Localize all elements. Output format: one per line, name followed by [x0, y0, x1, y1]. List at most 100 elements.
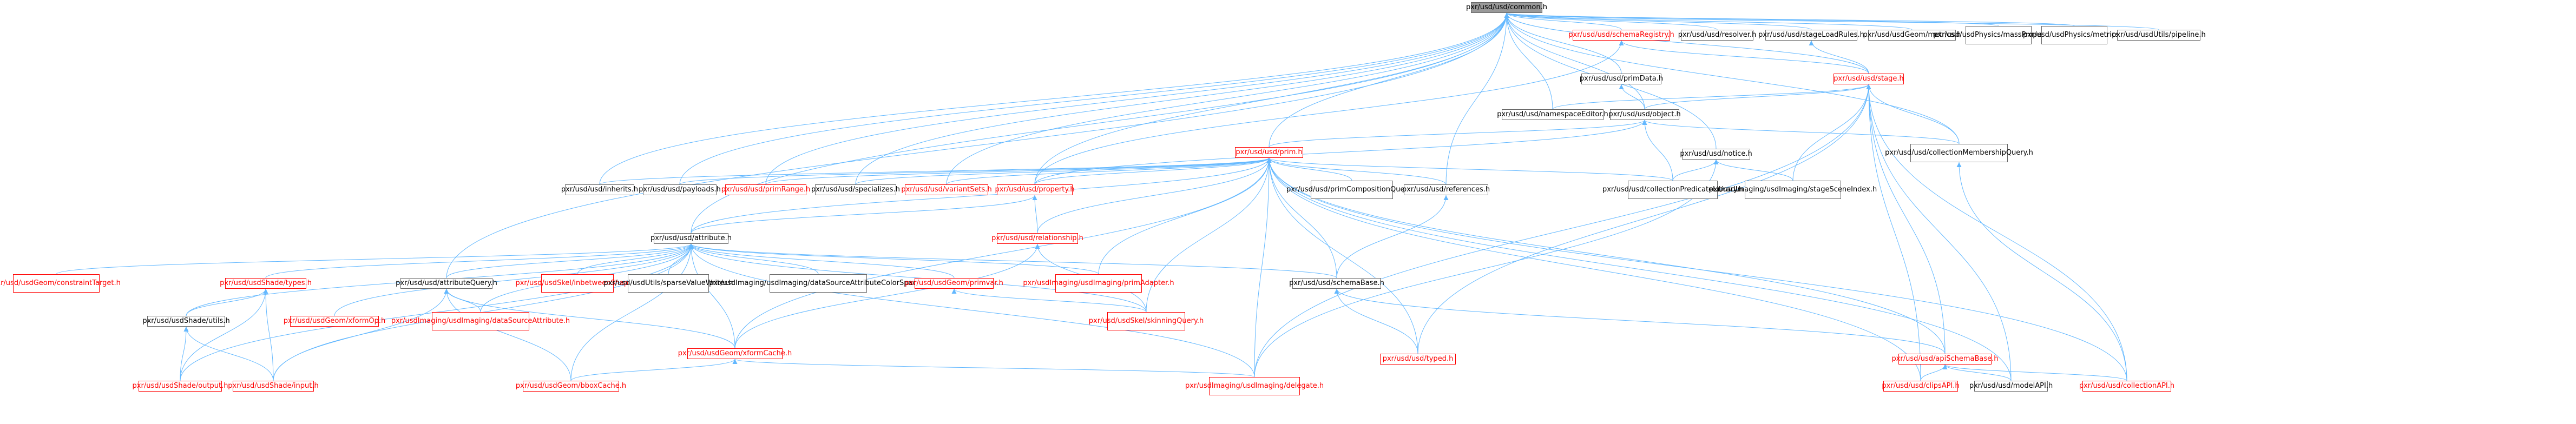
- edge-object-to-stage: [1644, 84, 1871, 110]
- node-usdshade-input-h[interactable]: pxr/usd/usdShade/input.h: [228, 381, 319, 392]
- node-bbox-cache-h[interactable]: pxr/usd/usdGeom/bboxCache.h: [516, 381, 626, 392]
- edge-specializes-to-common: [855, 12, 1509, 185]
- edge-variantSets-to-common: [946, 12, 1509, 185]
- node-sparse-value-writer-h[interactable]: pxr/usd/usdUtils/sparseValueWriter.h: [603, 274, 733, 293]
- node-schema-registry-h[interactable]: pxr/usd/usd/schemaRegistry.h: [1568, 30, 1674, 41]
- edge-attributeQuery-to-common: [446, 12, 1509, 279]
- node-collection-predicate-library-h[interactable]: pxr/usd/usd/collectionPredicateLibrary.h: [1602, 181, 1743, 199]
- node-constraint-target-h[interactable]: pxr/usd/usdGeom/constraintTarget.h: [0, 274, 121, 293]
- edge-usdGeomMetrics-to-common: [1504, 12, 1913, 30]
- node-inbetween-shape-h[interactable]: pxr/usd/usdSkel/inbetweenShape.h: [515, 274, 640, 293]
- edge-attribute-to-property: [691, 195, 1037, 234]
- edge-stage-to-schemaRegistry: [1619, 40, 1869, 74]
- node-skinning-query-h[interactable]: pxr/usd/usdSkel/skinningQuery.h: [1089, 312, 1204, 330]
- node-prim-range-h[interactable]: pxr/usd/usd/primRange.h: [721, 184, 810, 195]
- node-primvar-h[interactable]: pxr/usd/usdGeom/primvar.h: [905, 278, 1003, 289]
- edge-skinningQuery-to-primvar: [951, 288, 1147, 313]
- edge-stage-to-stageLoadRules: [1809, 40, 1869, 74]
- node-attribute-query-h[interactable]: pxr/usd/usd/attributeQuery.h: [396, 278, 497, 289]
- edge-property-to-prim: [1034, 157, 1272, 185]
- node-specializes-h[interactable]: pxr/usd/usd/specializes.h: [811, 184, 900, 195]
- node-clips-api-h[interactable]: pxr/usd/usd/clipsAPI.h: [1882, 381, 1960, 392]
- node-typed-h[interactable]: pxr/usd/usd/typed.h: [1380, 354, 1456, 365]
- edge-modelAPI-to-apiSchemaBase: [1942, 364, 2012, 381]
- edge-schemaBase-to-references: [1336, 195, 1449, 279]
- edge-xformCache-to-prim: [734, 157, 1272, 349]
- edge-inherits-to-common: [599, 12, 1509, 185]
- node-stage-scene-index-h[interactable]: pxr/usdImaging/usdImaging/stageSceneInde…: [1709, 181, 1877, 199]
- node-prim-adapter-h[interactable]: pxr/usdImaging/usdImaging/primAdapter.h: [1023, 274, 1174, 293]
- edge-schemaBase-to-attribute: [688, 243, 1337, 279]
- node-data-source-attribute-h[interactable]: pxr/usdImaging/usdImaging/dataSourceAttr…: [391, 312, 570, 330]
- node-namespace-editor-h[interactable]: pxr/usd/usd/namespaceEditor.h: [1497, 109, 1608, 120]
- edge-stageLoadRules-to-common: [1504, 12, 1812, 30]
- node-payloads-h[interactable]: pxr/usd/usd/payloads.h: [639, 184, 721, 195]
- node-mass-properties-h[interactable]: pxr/usd/usdPhysics/massProperties.h: [1933, 26, 2064, 44]
- node-api-schema-base-h[interactable]: pxr/usd/usd/apiSchemaBase.h: [1891, 354, 1999, 365]
- node-prim-data-h[interactable]: pxr/usd/usd/primData.h: [1580, 74, 1663, 84]
- node-xform-op-h[interactable]: pxr/usd/usdGeom/xformOp.h: [284, 316, 385, 327]
- edge-clipsAPI-to-apiSchemaBase: [1920, 364, 1948, 381]
- edge-collectionPredicateLibrary-to-prim: [1266, 157, 1673, 181]
- edge-specializes-to-prim: [855, 157, 1272, 185]
- node-schema-base-h[interactable]: pxr/usd/usd/schemaBase.h: [1289, 278, 1384, 289]
- edge-shadeUtils-to-shadeTypes: [186, 288, 268, 316]
- edge-clipsAPI-to-stage: [1866, 84, 1921, 381]
- node-variant-sets-h[interactable]: pxr/usd/usd/variantSets.h: [901, 184, 992, 195]
- edge-references-to-common: [1445, 12, 1509, 185]
- node-usdphysics-metrics-h[interactable]: pxr/usd/usdPhysics/metrics.h: [2023, 26, 2126, 44]
- edge-primAdapter-to-prim: [1098, 157, 1272, 275]
- edge-relationship-to-prim: [1037, 157, 1272, 234]
- edge-collectionAPI-to-collectionMembershipQuery: [1956, 162, 2127, 381]
- node-xform-cache-h[interactable]: pxr/usd/usdGeom/xformCache.h: [678, 348, 792, 359]
- node-delegate-h[interactable]: pxr/usdImaging/usdImaging/delegate.h: [1185, 377, 1324, 395]
- node-usdshade-output-h[interactable]: pxr/usd/usdShade/output.h: [133, 381, 228, 392]
- edge-object-to-common: [1504, 12, 1645, 110]
- edge-apiSchemaBase-to-schemaBase: [1334, 288, 1946, 354]
- node-stage-load-rules-h[interactable]: pxr/usd/usd/stageLoadRules.h: [1758, 30, 1864, 41]
- node-resolver-h[interactable]: pxr/usd/usd/resolver.h: [1678, 30, 1756, 41]
- node-references-h[interactable]: pxr/usd/usd/references.h: [1402, 184, 1490, 195]
- node-object-h[interactable]: pxr/usd/usd/object.h: [1608, 109, 1681, 120]
- node-collection-membership-query-h[interactable]: pxr/usd/usd/collectionMembershipQuery.h: [1885, 144, 2033, 162]
- edge-modelAPI-to-stage: [1866, 84, 2012, 381]
- edge-delegate-to-xformCache: [733, 359, 1255, 377]
- node-pipeline-h[interactable]: pxr/usd/usdUtils/pipeline.h: [2112, 30, 2206, 41]
- edge-shadeTypes-to-attribute: [265, 243, 694, 279]
- node-usdshade-utils-h[interactable]: pxr/usd/usdShade/utils.h: [142, 316, 230, 327]
- edge-attribute-to-common: [691, 12, 1509, 234]
- edge-skinningQuery-to-prim: [1146, 157, 1272, 313]
- edge-primRange-to-prim: [765, 157, 1272, 185]
- edge-collectionPredicateLibrary-to-object: [1642, 120, 1673, 181]
- node-usdgeom-metrics-h[interactable]: pxr/usd/usdGeom/metrics.h: [1863, 30, 1961, 41]
- node-common-h: pxr/usd/usd/common.h: [1466, 2, 1547, 13]
- edge-attributeQuery-to-attribute: [446, 243, 694, 279]
- edge-primAdapter-to-attribute: [688, 243, 1099, 275]
- node-stage-h[interactable]: pxr/usd/usd/stage.h: [1834, 74, 1904, 84]
- edge-modelAPI-to-prim: [1266, 157, 2012, 381]
- edge-delegate-to-attribute: [688, 243, 1255, 377]
- node-prim-h[interactable]: pxr/usd/usd/prim.h: [1235, 147, 1303, 158]
- node-attribute-h[interactable]: pxr/usd/usd/attribute.h: [650, 233, 732, 244]
- edge-collectionAPI-to-apiSchemaBase: [1942, 364, 2127, 381]
- edge-shadeInput-to-shadeUtils: [183, 326, 274, 381]
- node-relationship-h[interactable]: pxr/usd/usd/relationship.h: [991, 233, 1083, 244]
- edge-variantSets-to-prim: [946, 157, 1272, 185]
- edge-attribute-to-prim: [691, 157, 1272, 234]
- node-prim-composition-query-h[interactable]: pxr/usd/usd/primCompositionQuery.h: [1286, 181, 1417, 199]
- edge-shadeInput-to-attributeQuery: [273, 288, 449, 381]
- edge-xformCache-to-attribute: [688, 243, 735, 349]
- node-data-source-attribute-color-space-h[interactable]: pxr/usdImaging/usdImaging/dataSourceAttr…: [709, 274, 928, 293]
- edge-collectionAPI-to-prim: [1266, 157, 2127, 381]
- node-property-h[interactable]: pxr/usd/usd/property.h: [995, 184, 1075, 195]
- node-usdshade-types-h[interactable]: pxr/usd/usdShade/types.h: [220, 278, 312, 289]
- node-collection-api-h[interactable]: pxr/usd/usd/collectionAPI.h: [2079, 381, 2174, 392]
- edge-stage-to-common: [1504, 12, 1869, 74]
- node-inherits-h[interactable]: pxr/usd/usd/inherits.h: [561, 184, 638, 195]
- node-model-api-h[interactable]: pxr/usd/usd/modelAPI.h: [1969, 381, 2053, 392]
- edge-bboxCache-to-xformCache: [570, 359, 738, 381]
- node-notice-h[interactable]: pxr/usd/usd/notice.h: [1680, 149, 1752, 160]
- edge-bboxCache-to-attributeQuery: [444, 288, 571, 381]
- edge-payloads-to-prim: [679, 157, 1272, 185]
